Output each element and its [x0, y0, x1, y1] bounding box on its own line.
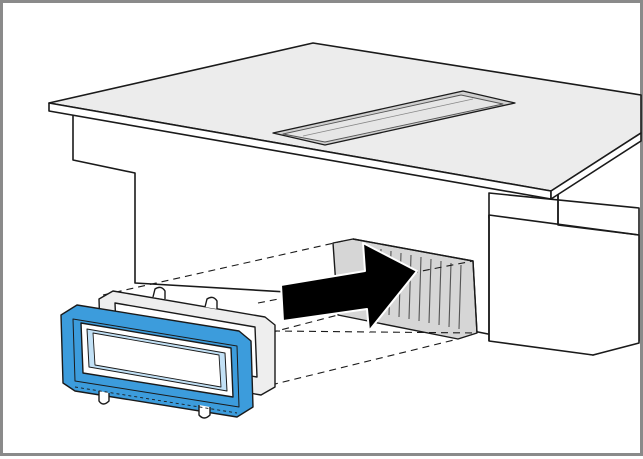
installation-diagram	[48, 42, 642, 419]
exhaust-housing	[488, 195, 640, 356]
duct-seal-frame-icon	[60, 286, 276, 419]
insertion-arrow-icon	[280, 242, 418, 332]
cooktop-with-extractor-icon	[48, 42, 642, 200]
